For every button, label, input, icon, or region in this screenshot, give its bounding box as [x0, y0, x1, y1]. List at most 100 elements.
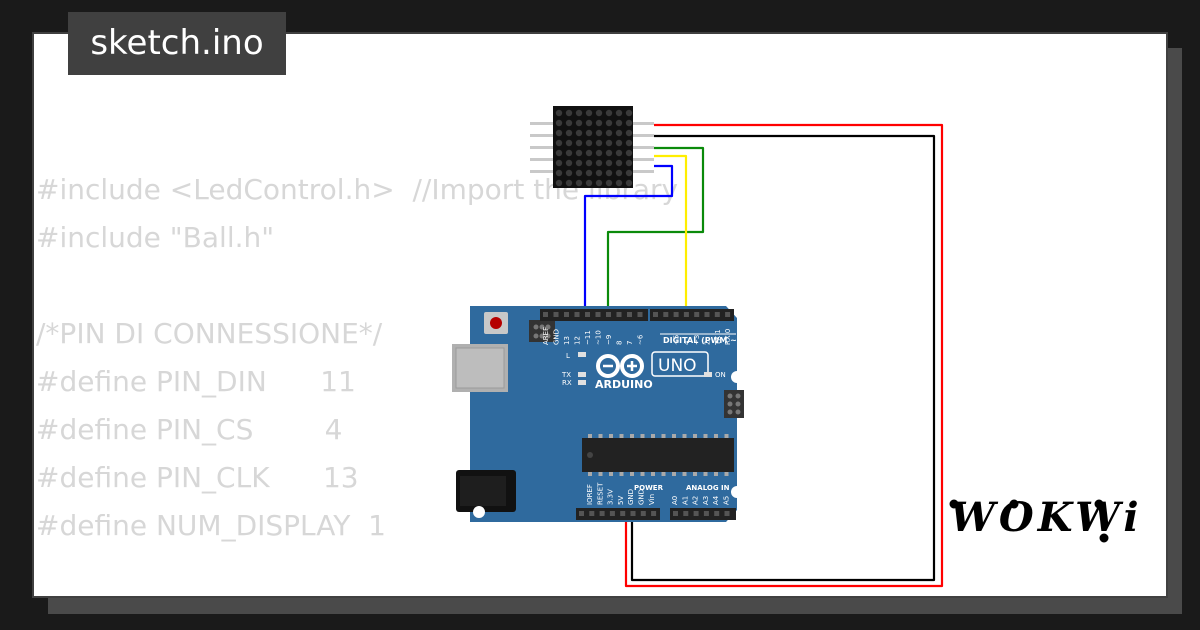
matrix-led — [575, 119, 583, 127]
matrix-led — [615, 159, 623, 167]
matrix-led — [565, 129, 573, 137]
matrix-led — [625, 129, 633, 137]
pin-label: A1 — [681, 496, 689, 505]
board-model: UNO — [658, 356, 697, 376]
wire-black — [630, 134, 936, 582]
pin-label: ~11 — [584, 330, 592, 345]
pin-hole — [589, 511, 595, 516]
matrix-led — [605, 129, 613, 137]
icsp-header — [529, 320, 555, 342]
pin-label: AREF — [542, 327, 550, 345]
code-line-5: #define PIN_DIN 11 — [36, 365, 356, 398]
matrix-led — [585, 139, 593, 147]
matrix-led — [575, 149, 583, 157]
pin-label: GND — [638, 489, 646, 505]
matrix-led — [595, 109, 603, 117]
pin-label: RESET — [596, 482, 604, 505]
led-rx — [578, 380, 586, 385]
mount-hole — [731, 371, 743, 383]
pin-hole — [694, 312, 700, 317]
matrix-led — [625, 109, 633, 117]
pin-hole — [585, 312, 590, 317]
pin-hole — [620, 511, 626, 516]
pin-label: A4 — [712, 495, 720, 505]
matrix-led — [595, 119, 603, 127]
pin-hole — [683, 511, 689, 516]
pin-hole — [714, 312, 720, 317]
pin-label: ~6 — [637, 334, 645, 345]
microcontroller-chip — [582, 434, 734, 476]
pin-hole — [595, 312, 601, 317]
pin-hole — [724, 511, 730, 516]
pin-label: 5V — [617, 496, 625, 505]
matrix-led — [585, 149, 593, 157]
matrix-led — [595, 159, 603, 167]
code-line-4: /*PIN DI CONNESSIONE*/ — [36, 317, 383, 350]
matrix-led — [585, 159, 593, 167]
icsp-header-right — [724, 390, 744, 418]
pin-hole — [703, 511, 709, 516]
pin-label: A5 — [723, 496, 731, 505]
header-digital-low — [650, 309, 734, 321]
matrix-led — [615, 119, 623, 127]
pin-hole — [627, 312, 632, 317]
matrix-led — [565, 119, 573, 127]
code-line-7: #define PIN_CLK 13 — [36, 461, 359, 494]
matrix-led — [585, 109, 593, 117]
matrix-led — [565, 149, 573, 157]
matrix-led — [605, 169, 613, 177]
matrix-led — [575, 179, 583, 187]
matrix-pins — [530, 122, 654, 173]
matrix-led — [595, 179, 603, 187]
pin-label: Vin — [648, 494, 656, 505]
pin-label: ~3 — [693, 335, 701, 345]
pin-label: TX 1 — [714, 329, 722, 346]
pin-label: 2 — [704, 341, 712, 345]
pin-hole — [653, 312, 658, 317]
matrix-led — [585, 169, 593, 177]
pin-label: A3 — [702, 496, 710, 505]
matrix-led — [565, 139, 573, 147]
matrix-led — [595, 139, 603, 147]
matrix-led — [625, 169, 633, 177]
pin-hole — [574, 312, 580, 317]
matrix-led — [575, 129, 583, 137]
led-tx-label: TX — [561, 371, 571, 379]
mount-hole — [731, 486, 743, 498]
matrix-led — [615, 169, 623, 177]
pin-hole — [616, 312, 622, 317]
pin-hole — [606, 312, 611, 317]
pin-label: A0 — [671, 496, 679, 505]
code-line-8: #define NUM_DISPLAY 1 — [36, 509, 386, 542]
pin-label: A2 — [692, 496, 700, 505]
wire-green — [606, 146, 705, 312]
wire-blue — [583, 164, 674, 312]
matrix-led — [615, 109, 623, 117]
pin-label: ~10 — [595, 330, 603, 345]
matrix-led — [625, 149, 633, 157]
wokwi-brand-text: WOKWi — [950, 494, 1143, 541]
pin-hole — [543, 312, 548, 317]
matrix-led — [565, 159, 573, 167]
pin-label: GND — [627, 489, 635, 505]
matrix-led — [615, 139, 623, 147]
pin-label: GND — [553, 329, 561, 345]
led-matrix[interactable] — [530, 106, 654, 188]
matrix-led — [575, 139, 583, 147]
matrix-led — [585, 119, 593, 127]
pin-hole — [683, 312, 689, 317]
pin-label: 8 — [616, 341, 624, 345]
matrix-led — [565, 179, 573, 187]
pin-hole — [725, 312, 731, 317]
matrix-led — [595, 149, 603, 157]
matrix-led — [625, 179, 633, 187]
led-l-label: L — [566, 352, 570, 360]
code-preview: #include <LedControl.h> //Import the lib… — [36, 166, 678, 550]
led-on-label: ON — [715, 371, 726, 379]
pin-label: 12 — [574, 336, 582, 345]
led-tx — [578, 372, 586, 377]
code-line-2: #include "Ball.h" — [36, 221, 275, 254]
matrix-led — [625, 159, 633, 167]
